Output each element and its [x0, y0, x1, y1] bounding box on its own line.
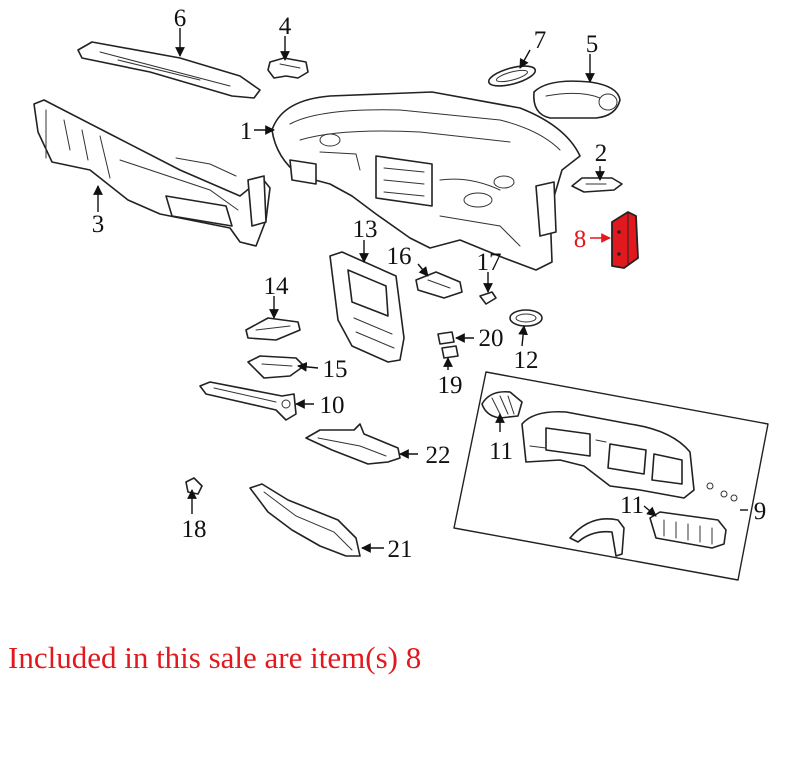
- part-5-cover: [533, 80, 621, 119]
- callout-20: 20: [479, 325, 504, 352]
- part-8-trim-panel: [611, 211, 639, 269]
- part-4-bracket: [267, 57, 309, 79]
- callout-2: 2: [595, 140, 608, 167]
- part-20-fastener: [437, 331, 455, 345]
- callout-19: 19: [438, 372, 463, 399]
- part-22-lower-trim: [305, 423, 401, 465]
- callout-numbers: 6 4 7 5 1 2 8 3 13 16 17 14 20 12 15 19 …: [92, 5, 767, 563]
- callout-7: 7: [534, 27, 547, 54]
- callout-3: 3: [92, 211, 105, 238]
- part-15-pocket: [247, 355, 305, 379]
- part-12-vent: [509, 309, 543, 327]
- part-11-vent-left: [481, 390, 523, 419]
- callout-13: 13: [353, 216, 378, 243]
- callout-10: 10: [320, 392, 345, 419]
- part-1-instrument-panel: [271, 91, 581, 271]
- part-9-trim-arc: [569, 518, 625, 557]
- part-2-bracket: [571, 177, 623, 193]
- callout-9: 9: [754, 498, 767, 525]
- part-6-defroster-grille: [77, 41, 261, 99]
- callout-1: 1: [240, 118, 253, 145]
- leader-16: [417, 263, 429, 277]
- part-17-clip: [479, 291, 497, 305]
- part-7-emblem: [487, 65, 537, 87]
- part-19-fastener: [441, 345, 459, 359]
- part-18-clip: [185, 477, 203, 495]
- callout-6: 6: [174, 5, 187, 32]
- part-9-panel-kit-box: [453, 371, 769, 581]
- part-16-bracket: [415, 271, 463, 299]
- callout-14: 14: [264, 273, 290, 300]
- callout-16: 16: [387, 243, 412, 270]
- part-21-knee-bolster: [249, 483, 361, 557]
- leader-7: [519, 49, 531, 69]
- callout-11-upper: 11: [489, 438, 513, 465]
- callout-22: 22: [426, 442, 451, 469]
- callout-17: 17: [477, 249, 502, 276]
- callout-5: 5: [586, 31, 599, 58]
- part-14-pad: [245, 317, 301, 341]
- leader-lines: [93, 28, 748, 553]
- part-10-support-bracket: [199, 381, 297, 421]
- leader-12: [518, 325, 528, 347]
- part-11-vent-right: [649, 511, 727, 549]
- callout-11-lower: 11: [620, 492, 644, 519]
- part-3-support-frame: [33, 99, 271, 247]
- callout-15: 15: [323, 356, 348, 383]
- leader-11b: [643, 505, 657, 517]
- callout-18: 18: [182, 516, 207, 543]
- callout-4: 4: [279, 13, 292, 40]
- callout-8: 8: [574, 226, 587, 253]
- callout-21: 21: [388, 536, 413, 563]
- sale-caption: Included in this sale are item(s) 8: [8, 640, 422, 675]
- callout-12: 12: [514, 347, 539, 374]
- leader-15: [297, 362, 319, 372]
